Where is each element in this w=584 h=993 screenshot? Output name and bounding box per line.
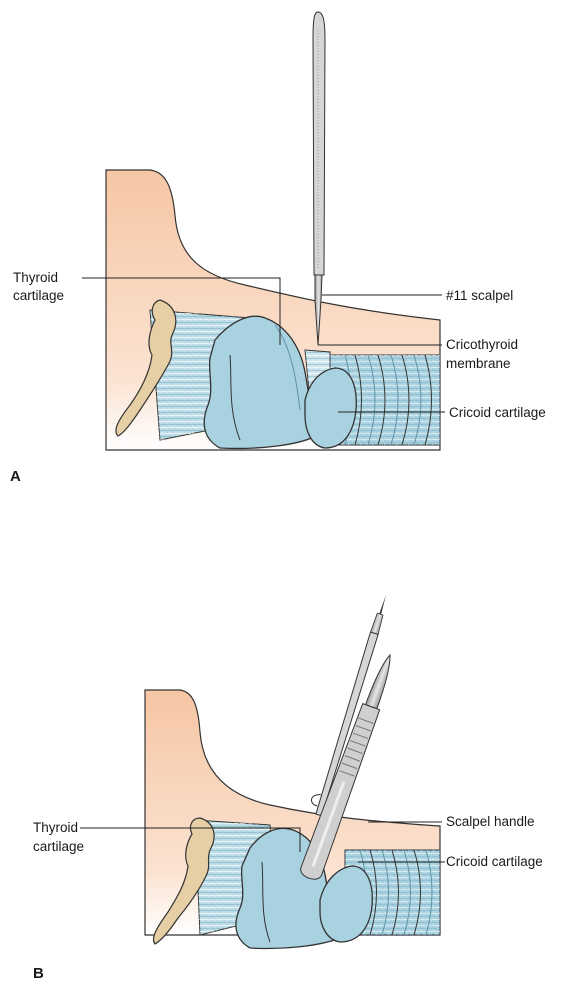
panel-a: Thyroid cartilage #11 scalpel Cricothyro… — [10, 12, 546, 485]
label-cricothyroid-line1: Cricothyroid — [446, 337, 518, 352]
label-thyroid-a-line2: cartilage — [13, 288, 64, 303]
label-scalpel-a: #11 scalpel — [446, 288, 513, 303]
label-scalpel-handle: Scalpel handle — [446, 814, 535, 829]
panel-letter-a: A — [10, 468, 21, 485]
label-thyroid-b-line1: Thyroid — [33, 820, 78, 835]
label-cricoid-a: Cricoid cartilage — [449, 405, 546, 420]
label-thyroid-a-line1: Thyroid — [13, 270, 58, 285]
panel-letter-b: B — [33, 965, 44, 982]
label-cricothyroid-line2: membrane — [446, 356, 511, 371]
panel-b: Thyroid cartilage Scalpel handle Cricoid… — [33, 592, 543, 982]
label-cricoid-b: Cricoid cartilage — [446, 854, 543, 869]
label-thyroid-b-line2: cartilage — [33, 839, 84, 854]
